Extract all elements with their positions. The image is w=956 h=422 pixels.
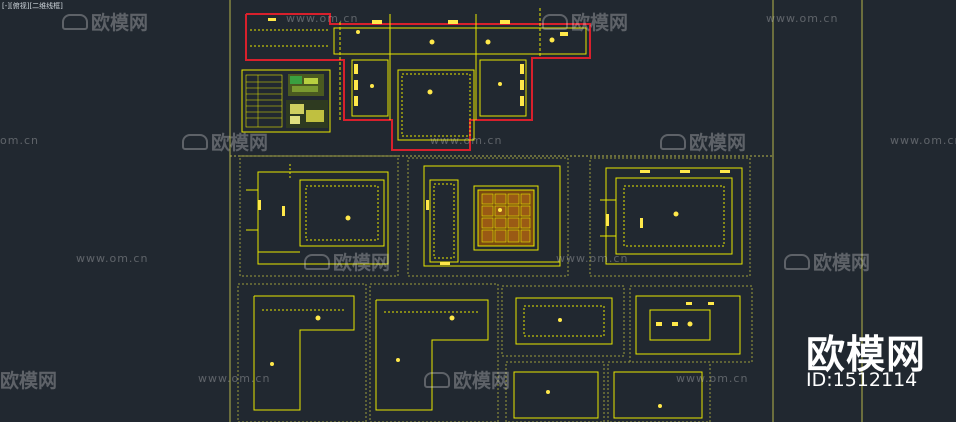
plan-ceiling-center [407,157,569,277]
sheet-frame [229,0,863,422]
resource-id: ID:1512114 [806,369,918,391]
coffered-ceiling-grid [481,193,531,243]
plan-lower-row [237,283,753,422]
viewport-control-label[interactable]: [-][俯视][二维线框] [2,2,63,10]
brand-watermark: 欧模网 [806,333,927,378]
plan-ceiling-left [239,155,399,277]
legend-thumbnail [241,69,331,133]
plan-ceiling-right [589,157,751,277]
fixture-markers [258,170,730,408]
top-floor-plan [245,8,591,151]
